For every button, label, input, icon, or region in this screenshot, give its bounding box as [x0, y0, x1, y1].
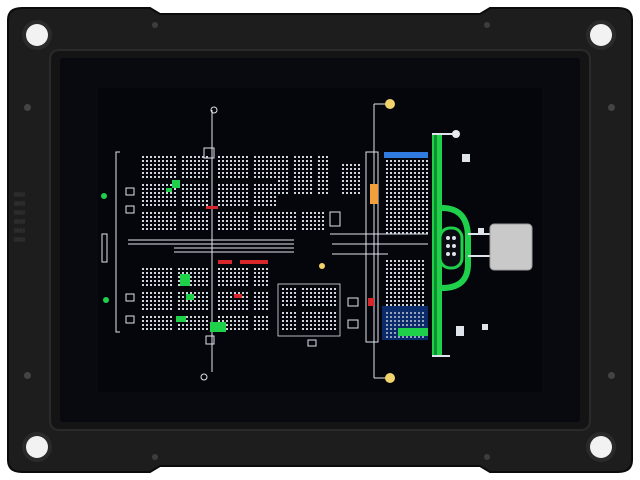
mounting-screw-icon	[24, 104, 31, 111]
memory-bank	[282, 288, 298, 308]
memory-bank	[218, 212, 250, 232]
memory-bank	[300, 312, 316, 332]
memory-bank	[140, 314, 172, 332]
led-indicator-icon	[452, 244, 456, 248]
led-indicator-icon	[101, 193, 107, 199]
active-region	[166, 188, 172, 192]
led-indicator-icon	[385, 99, 395, 109]
memory-bank	[140, 212, 176, 232]
memory-bank	[180, 156, 208, 180]
connector-pad-icon	[368, 298, 374, 306]
active-region	[210, 322, 226, 332]
panel-engraving: ▤▤▤▥▥▥▤▤▤▥▥▥▤▤▤▥▥▥	[14, 191, 25, 243]
memory-bank	[254, 156, 278, 180]
led-indicator-icon	[103, 297, 109, 303]
connector-pad-icon	[125, 205, 135, 214]
active-region	[176, 316, 186, 322]
memory-bank	[140, 156, 176, 180]
memory-bank	[300, 288, 316, 308]
memory-bank	[340, 164, 360, 194]
mounting-hole-icon	[590, 436, 612, 458]
memory-bank	[180, 212, 208, 232]
connector-pad-icon	[478, 228, 484, 234]
fault-region	[206, 206, 218, 209]
mounting-screw-icon	[152, 22, 158, 28]
mounting-screw-icon	[608, 104, 615, 111]
memory-bank	[278, 210, 298, 232]
connector-pad-icon	[101, 233, 108, 263]
cache-bank	[384, 258, 426, 308]
connector-pad-icon	[347, 297, 359, 307]
mounting-screw-icon	[484, 22, 490, 28]
memory-bank	[252, 314, 270, 332]
mounting-screw-icon	[484, 454, 490, 460]
memory-bank	[318, 288, 336, 308]
connector-pad-icon	[482, 324, 488, 330]
memory-bank	[216, 290, 248, 310]
controller-chip	[438, 226, 464, 270]
fault-region	[218, 260, 232, 264]
io-panel	[277, 283, 341, 337]
led-indicator-icon	[452, 252, 456, 256]
connector-pad-icon	[329, 211, 341, 227]
memory-bank	[278, 154, 290, 194]
active-region	[172, 180, 180, 188]
connector-pad-icon	[462, 154, 470, 162]
mounting-hole-icon	[26, 436, 48, 458]
led-indicator-icon	[385, 373, 395, 383]
led-indicator-icon	[446, 252, 450, 256]
memory-bank	[318, 312, 336, 332]
memory-bank	[252, 290, 270, 310]
fault-region	[240, 260, 268, 264]
mounting-hole-icon	[590, 24, 612, 46]
led-indicator-icon	[446, 244, 450, 248]
display-screen	[98, 88, 542, 392]
cache-header	[384, 152, 428, 158]
memory-bank	[180, 184, 208, 208]
memory-bank	[218, 184, 250, 208]
connector-pad-icon	[456, 326, 464, 336]
mounting-screw-icon	[24, 372, 31, 379]
memory-bank	[282, 312, 298, 332]
connector-pad-icon	[347, 319, 359, 329]
memory-bank	[294, 154, 312, 194]
mounting-screw-icon	[608, 372, 615, 379]
memory-bank	[216, 266, 248, 286]
power-rail-edge	[434, 134, 437, 356]
junction-box-icon	[203, 147, 215, 159]
connector-pad-icon	[370, 184, 378, 204]
led-indicator-icon	[452, 236, 456, 240]
connector-pad-icon	[125, 315, 135, 324]
active-region	[180, 274, 190, 286]
memory-bank	[254, 184, 278, 208]
memory-bank	[140, 266, 172, 286]
active-region	[186, 294, 194, 300]
test-point-icon	[200, 373, 208, 381]
power-loop	[441, 205, 471, 291]
memory-bank	[252, 266, 270, 286]
connector-pad-icon	[125, 187, 135, 196]
junction-box-icon	[205, 335, 215, 345]
cache-bank	[384, 158, 428, 236]
memory-bank	[254, 212, 278, 232]
connector-pad-icon	[307, 339, 317, 347]
test-point-icon	[319, 263, 325, 269]
test-point-icon	[210, 106, 218, 114]
processor-block	[365, 151, 379, 343]
led-indicator-icon	[446, 236, 450, 240]
connector-pad-icon	[125, 293, 135, 302]
schematic-bracket	[115, 151, 120, 333]
memory-bank	[140, 290, 172, 310]
active-region	[398, 328, 428, 336]
fault-region	[234, 294, 242, 298]
memory-bank	[302, 210, 324, 232]
memory-bank	[140, 184, 176, 208]
memory-bank	[316, 154, 328, 194]
mounting-screw-icon	[152, 454, 158, 460]
external-module	[489, 223, 533, 271]
memory-bank	[218, 156, 250, 180]
mounting-hole-icon	[26, 24, 48, 46]
test-point-icon	[452, 130, 460, 138]
